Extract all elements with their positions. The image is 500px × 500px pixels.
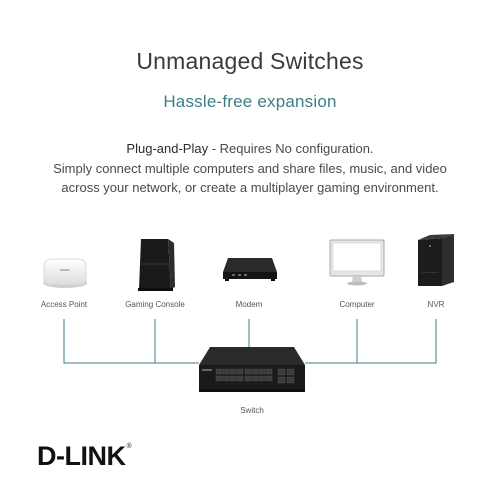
device-access-point	[38, 253, 92, 293]
label-nvr: NVR	[427, 300, 445, 309]
wire-access-point	[63, 319, 199, 364]
modem-icon	[223, 258, 277, 281]
brand-logo: D-LINK®	[37, 441, 132, 472]
label-modem: Modem	[235, 300, 263, 309]
label-computer: Computer	[339, 300, 375, 309]
device-nvr	[414, 232, 458, 288]
description-line-1-rest: - Requires No configuration.	[208, 141, 374, 156]
wire-gaming-console	[154, 319, 199, 364]
description-line-1: Plug-and-Play - Requires No configuratio…	[20, 139, 480, 159]
description-line-2: Simply connect multiple computers and sh…	[53, 160, 447, 176]
network-switch-icon	[199, 347, 305, 392]
description-line-3: across your network, or create a multipl…	[61, 180, 439, 195]
page-title: Unmanaged Switches	[136, 48, 364, 74]
device-gaming-console	[135, 237, 177, 292]
hub-switch	[198, 345, 306, 395]
device-modem	[222, 254, 278, 284]
wire-nvr	[357, 319, 437, 364]
wire-computer	[305, 319, 358, 364]
registered-mark: ®	[126, 443, 132, 450]
gaming-console-icon	[138, 239, 175, 291]
page-subtitle: Hassle-free expansion	[163, 92, 337, 111]
nvr-icon	[418, 234, 454, 286]
computer-monitor-icon	[329, 239, 385, 286]
plug-and-play-highlight: Plug-and-Play	[126, 141, 209, 156]
description: Plug-and-Play - Requires No configuratio…	[20, 139, 480, 198]
label-switch: Switch	[240, 406, 264, 415]
brand-logo-text: D-LINK	[37, 441, 126, 471]
access-point-icon	[43, 258, 87, 288]
label-access-point: Access Point	[40, 300, 88, 309]
label-gaming-console: Gaming Console	[125, 300, 185, 309]
device-computer	[329, 239, 385, 287]
